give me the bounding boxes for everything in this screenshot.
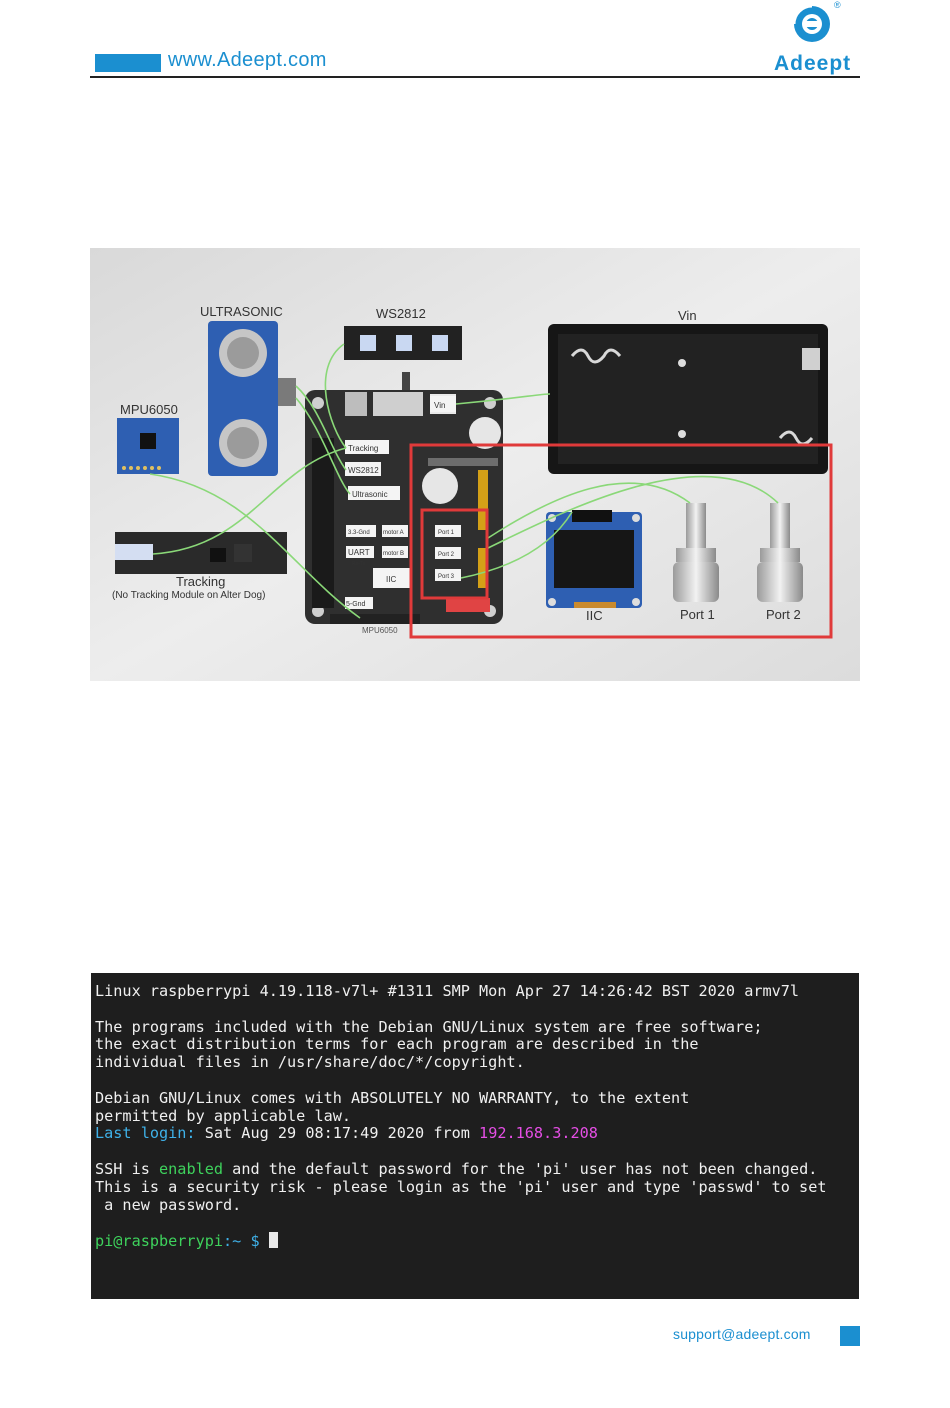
header-divider — [90, 76, 860, 78]
registered-mark: ® — [834, 0, 841, 10]
board-label-motor-a: motor A — [383, 530, 404, 536]
last-login-date: Sat Aug 29 08:17:49 2020 from — [195, 1124, 480, 1143]
board-label-motor-b: motor B — [383, 551, 404, 557]
port2-sensor — [757, 503, 803, 602]
last-login-label: Last login: — [95, 1124, 196, 1143]
board-label-port1: Port 1 — [438, 530, 455, 536]
ultrasonic-label: ULTRASONIC — [200, 304, 283, 319]
port1-label: Port 1 — [680, 607, 715, 622]
terminal-blank-line — [95, 1214, 859, 1232]
terminal-blank-line — [95, 1001, 859, 1019]
terminal-line: the exact distribution terms for each pr… — [95, 1035, 699, 1054]
terminal-line: The programs included with the Debian GN… — [95, 1017, 763, 1036]
mpu6050-module — [117, 418, 179, 474]
terminal-line: Linux raspberrypi 4.19.118-v7l+ #1311 SM… — [95, 982, 800, 1000]
board-label-ultrasonic: Ultrasonic — [352, 490, 388, 499]
iic-label: IIC — [586, 608, 603, 623]
board-label-5-gnd: 5-Gnd — [346, 601, 366, 608]
prompt-user: pi@raspberrypi — [95, 1232, 224, 1251]
vin-label: Vin — [678, 308, 697, 323]
board-label-vin: Vin — [434, 401, 445, 410]
board-label-uart-sub: Rx-Tx — [352, 561, 366, 567]
tracking-note: (No Tracking Module on Alter Dog) — [112, 590, 265, 601]
mpu6050-label: MPU6050 — [120, 402, 178, 417]
terminal-line: This is a security risk - please login a… — [95, 1177, 827, 1196]
tracking-label: Tracking — [176, 574, 225, 589]
board-label-uart: UART — [348, 548, 370, 557]
ssh-enabled: enabled — [159, 1159, 224, 1178]
last-login-ip: 192.168.3.208 — [479, 1124, 598, 1143]
battery-holder — [548, 324, 828, 474]
connection-wires — [149, 343, 779, 619]
board-label-iic: IIC — [386, 575, 396, 584]
highlight-box-outer — [409, 443, 833, 639]
terminal-cursor[interactable] — [268, 1232, 278, 1249]
highlight-box-ports — [420, 508, 489, 600]
board-label-port2: Port 2 — [438, 552, 455, 558]
oled-display-module — [546, 510, 642, 608]
terminal-line: a new password. — [95, 1195, 242, 1214]
tracking-module — [115, 532, 287, 574]
terminal-last-login-line: Last login: Sat Aug 29 08:17:49 2020 fro… — [95, 1124, 859, 1143]
wiring-diagram: Vin Tracking WS2812 Ultrasonic 3.3-Gnd m… — [90, 248, 860, 681]
prompt-path: :~ $ — [223, 1232, 269, 1251]
board-label-port3: Port 3 — [438, 574, 455, 580]
terminal-line: individual files in /usr/share/doc/*/cop… — [95, 1053, 525, 1072]
terminal-ssh-line: SSH is enabled and the default password … — [95, 1159, 859, 1179]
terminal-window: Linux raspberrypi 4.19.118-v7l+ #1311 SM… — [91, 973, 859, 1299]
footer-accent-box — [840, 1326, 860, 1346]
port2-label: Port 2 — [766, 607, 801, 622]
header-url[interactable]: www.Adeept.com — [168, 49, 327, 71]
port1-sensor — [673, 503, 719, 602]
board-label-3v3-gnd: 3.3-Gnd — [348, 530, 370, 536]
ssh-post: and the default password for the 'pi' us… — [223, 1159, 818, 1178]
footer-email[interactable]: support@adeept.com — [673, 1326, 811, 1342]
ultrasonic-module — [208, 321, 296, 476]
header-accent-bar — [95, 54, 161, 72]
ws2812-module — [344, 326, 462, 360]
ws2812-label: WS2812 — [376, 306, 426, 321]
terminal-line: Debian GNU/Linux comes with ABSOLUTELY N… — [95, 1088, 690, 1107]
terminal-prompt-line[interactable]: pi@raspberrypi:~ $ — [95, 1232, 859, 1250]
terminal-line: permitted by applicable law. — [95, 1106, 352, 1125]
adeept-logo-icon — [792, 4, 830, 42]
board-label-tracking: Tracking — [348, 444, 378, 453]
terminal-blank-line — [95, 1143, 859, 1161]
ssh-pre: SSH is — [95, 1159, 160, 1178]
board-label-mpu6050: MPU6050 — [362, 626, 398, 635]
terminal-blank-line — [95, 1072, 859, 1090]
board-label-ws2812: WS2812 — [348, 466, 379, 475]
brand-name: Adeept — [774, 52, 852, 75]
